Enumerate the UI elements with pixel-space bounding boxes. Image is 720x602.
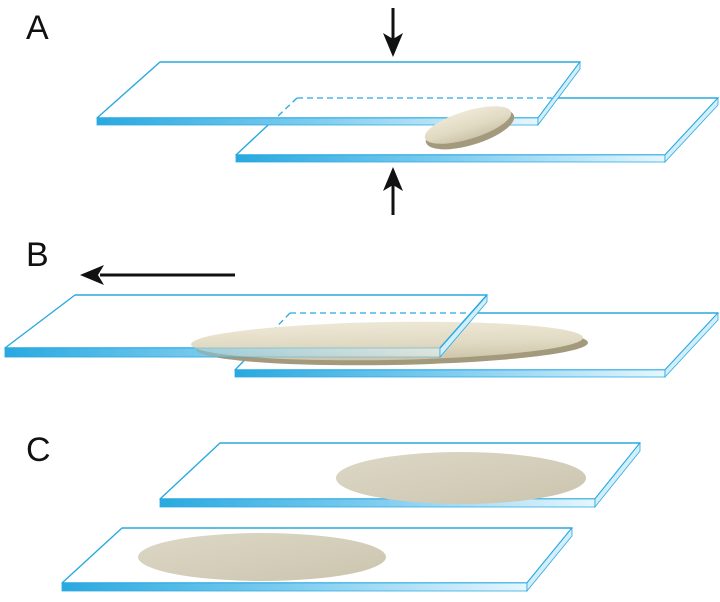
slide-smear-upper-c: [159, 441, 641, 509]
slide-front-edge: [159, 498, 596, 508]
panel-label-a: A: [26, 9, 49, 47]
arrow-left-head: [80, 265, 104, 285]
panel-a: A: [26, 8, 719, 215]
arrow-down-head: [383, 33, 403, 57]
slide-smear-lower-c: [61, 526, 573, 593]
hidden-left-edge: [276, 97, 298, 118]
slide-side-edge: [664, 311, 719, 379]
arrow-left-icon: [80, 265, 235, 285]
slide-side-edge: [664, 96, 719, 164]
blood-drop: [424, 106, 515, 150]
slide-front-edge: [234, 369, 666, 378]
slide-upper-b-front-edges: [4, 293, 488, 359]
panel-label-c: C: [26, 431, 51, 469]
slide-side-edge: [537, 60, 581, 127]
slide-spreader-edge-line: [439, 294, 488, 349]
slide-side-edge: [594, 441, 641, 509]
arrow-up-icon: [383, 167, 403, 215]
blood-drop-body: [424, 106, 512, 144]
panel-b: B: [4, 236, 719, 379]
slide-upper-a: [96, 60, 581, 127]
blood-smear-film: [138, 533, 386, 581]
blood-smear-film: [336, 452, 586, 504]
panel-label-b: B: [26, 236, 49, 274]
panel-c: C: [26, 431, 641, 593]
slide-side-edge: [526, 526, 573, 593]
hidden-edges-a: [276, 97, 552, 118]
slide-front-edge: [61, 582, 528, 592]
slide-front-edge-overlay: [4, 347, 441, 358]
arrow-down-icon: [383, 8, 403, 57]
slide-front-edge: [235, 154, 666, 163]
arrow-up-head: [383, 167, 403, 191]
